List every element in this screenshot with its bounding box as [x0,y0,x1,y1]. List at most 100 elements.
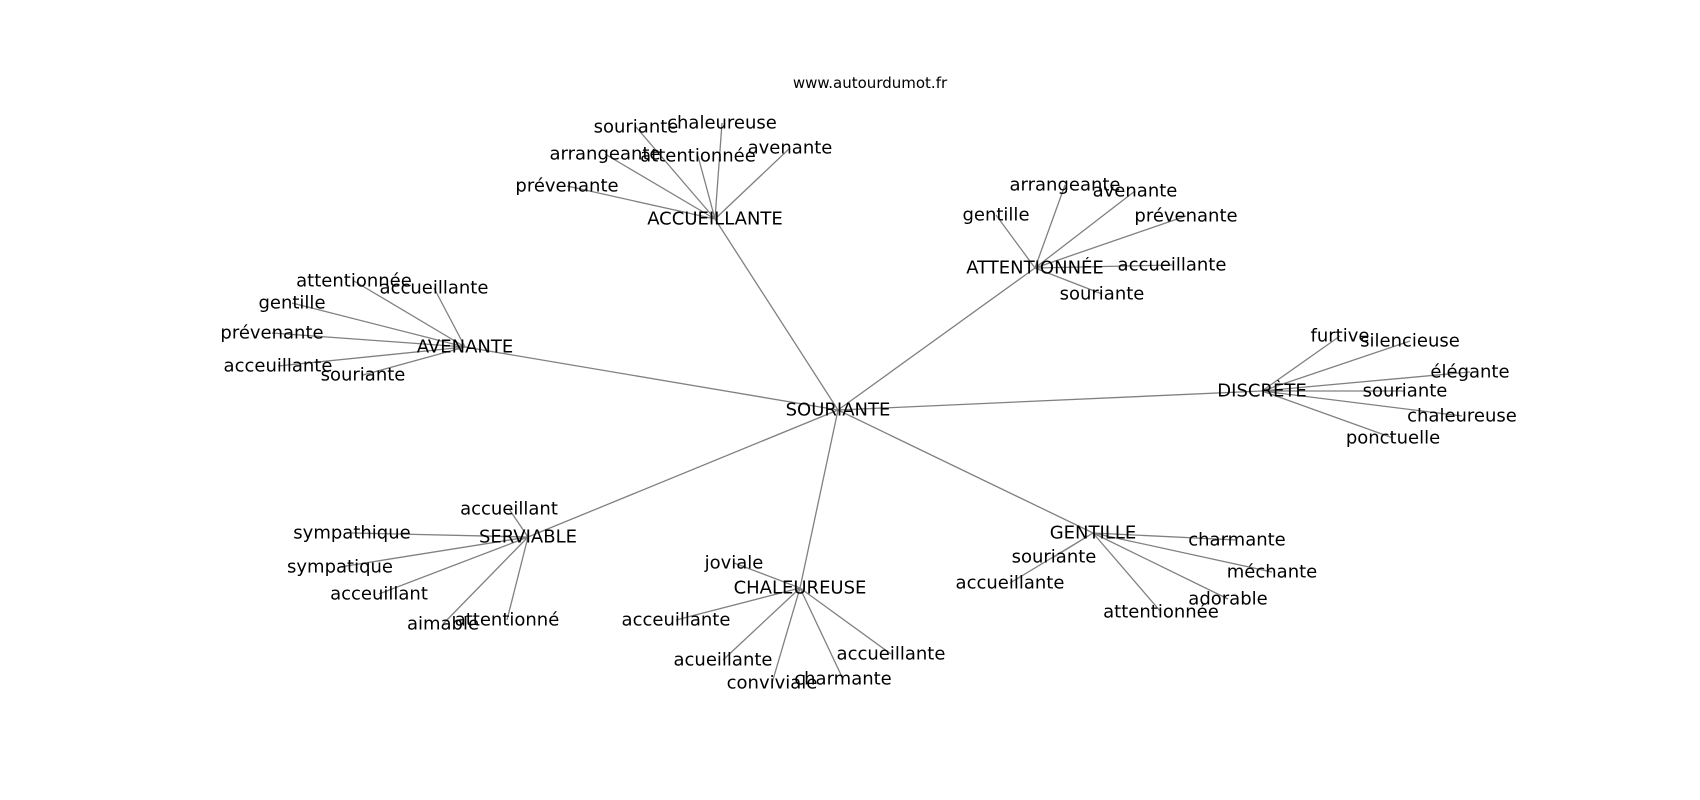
leaf-node-label: acueillante [674,650,773,671]
leaf-node-label: gentille [962,205,1029,226]
leaf-node-label: aimable [407,614,479,635]
edge-cluster-1-leaf-4 [697,155,716,220]
leaf-node-label: souriante [594,117,679,138]
cluster-node-label: ACCUEILLANTE [647,209,783,230]
edge-cluster-6-leaf-3 [799,587,892,655]
leaf-node-label: attentionnée [1103,602,1219,623]
leaf-node-label: chaleureuse [1407,406,1517,427]
leaf-node-label: acceuillante [622,610,731,631]
leaf-node-label: acceuillante [224,356,333,377]
edge-center-5 [527,409,839,538]
cluster-node-label: ATTENTIONNÉE [966,257,1104,279]
leaf-node-label: sympathique [293,523,410,544]
edge-cluster-6-leaf-1 [733,562,801,589]
leaf-node-label: souriante [1060,284,1145,305]
edge-cluster-1-leaf-1 [635,126,716,220]
edge-cluster-6-leaf-5 [799,587,844,680]
edge-cluster-6-leaf-6 [771,587,801,684]
edge-cluster-4-leaf-2 [1261,340,1411,392]
edge-cluster-6-leaf-2 [675,587,801,621]
leaf-node-label: silencieuse [1360,331,1460,352]
edge-cluster-7-leaf-6 [1092,532,1162,613]
edge-cluster-7-leaf-1 [1092,532,1238,541]
edge-cluster-7-leaf-3 [1092,532,1273,573]
cluster-node-label: CHALEUREUSE [734,578,867,599]
edge-cluster-2-leaf-2 [1034,190,1136,269]
leaf-node-label: élégante [1430,362,1509,383]
edge-cluster-3-leaf-5 [277,346,466,367]
cluster-node-label: SERVIABLE [479,527,577,548]
leaf-node-label: souriante [1012,547,1097,568]
leaf-node-label: arrangeante [1009,175,1120,196]
edge-cluster-4-leaf-3 [1261,371,1471,392]
edge-cluster-3-leaf-2 [433,287,466,348]
leaf-node-label: accueillant [460,499,558,520]
edge-center-6 [799,409,839,589]
leaf-node-label: ponctuelle [1346,428,1440,449]
leaf-node-label: avenante [748,138,833,159]
leaf-node-label: attentionnée [640,146,756,167]
leaf-node-label: accueillante [380,278,489,299]
leaf-node-label: adorable [1188,589,1267,610]
leaf-node-label: souriante [321,365,406,386]
edge-cluster-7-leaf-5 [1092,532,1229,600]
edges-layer [271,122,1471,684]
edge-cluster-3-leaf-4 [271,332,466,348]
edge-center-2 [837,267,1036,411]
leaf-node-label: avenante [1093,181,1178,202]
edge-center-1 [714,218,839,411]
edge-cluster-2-leaf-6 [1034,267,1103,295]
cluster-node-label: AVENANTE [417,337,513,358]
edge-cluster-1-leaf-6 [566,185,716,220]
edge-center-3 [464,346,839,411]
edge-cluster-4-leaf-6 [1261,390,1394,439]
labels-layer: SOURIANTEACCUEILLANTEsouriantechaleureus… [220,113,1516,694]
leaf-node-label: attentionnée [296,271,412,292]
edge-cluster-4-leaf-5 [1261,390,1463,417]
leaf-node-label: sympatique [287,557,393,578]
cluster-node-label: DISCRÈTE [1217,380,1306,402]
edge-cluster-4-leaf-1 [1261,335,1341,392]
edge-cluster-5-leaf-5 [442,536,529,625]
edge-cluster-6-leaf-4 [722,587,801,661]
leaf-node-label: méchante [1227,562,1317,583]
leaf-node-label: furtive [1311,326,1370,347]
leaf-node-label: attentionné [455,610,560,631]
edge-cluster-5-leaf-2 [351,532,529,538]
leaf-node-label: gentille [258,293,325,314]
edge-cluster-3-leaf-3 [291,302,466,348]
edge-cluster-3-leaf-6 [362,346,466,376]
edge-cluster-2-leaf-1 [1034,184,1066,269]
source-title: www.autourdumot.fr [793,74,948,92]
center-node-label: SOURIANTE [786,400,891,421]
leaf-node-label: charmante [794,669,892,690]
leaf-node-label: conviviale [727,673,818,694]
leaf-node-label: accueillante [1118,255,1227,276]
edge-cluster-3-leaf-1 [353,280,466,348]
edge-cluster-1-leaf-2 [714,122,723,220]
leaf-node-label: prévenante [1134,206,1237,227]
edge-cluster-5-leaf-3 [339,536,529,568]
leaf-node-label: acceuillant [330,584,428,605]
edge-cluster-5-leaf-4 [378,536,529,595]
edge-center-7 [837,409,1094,534]
edge-cluster-5-leaf-6 [506,536,529,621]
leaf-node-label: chaleureuse [667,113,777,134]
leaf-node-label: souriante [1363,381,1448,402]
edge-cluster-2-leaf-3 [995,214,1036,269]
edge-cluster-2-leaf-5 [1034,264,1173,269]
leaf-node-label: joviale [704,553,764,574]
leaf-node-label: accueillante [837,644,946,665]
edge-cluster-2-leaf-4 [1034,215,1187,269]
leaf-node-label: arrangeante [549,144,660,165]
edge-cluster-7-leaf-4 [1009,532,1094,584]
leaf-node-label: prévenante [220,323,323,344]
edge-cluster-1-leaf-3 [604,153,716,220]
edge-cluster-1-leaf-5 [714,147,791,220]
leaf-node-label: charmante [1188,530,1286,551]
edge-center-4 [837,390,1263,411]
leaf-node-label: accueillante [956,573,1065,594]
cluster-node-label: GENTILLE [1050,523,1137,544]
edge-cluster-5-leaf-1 [508,508,529,538]
